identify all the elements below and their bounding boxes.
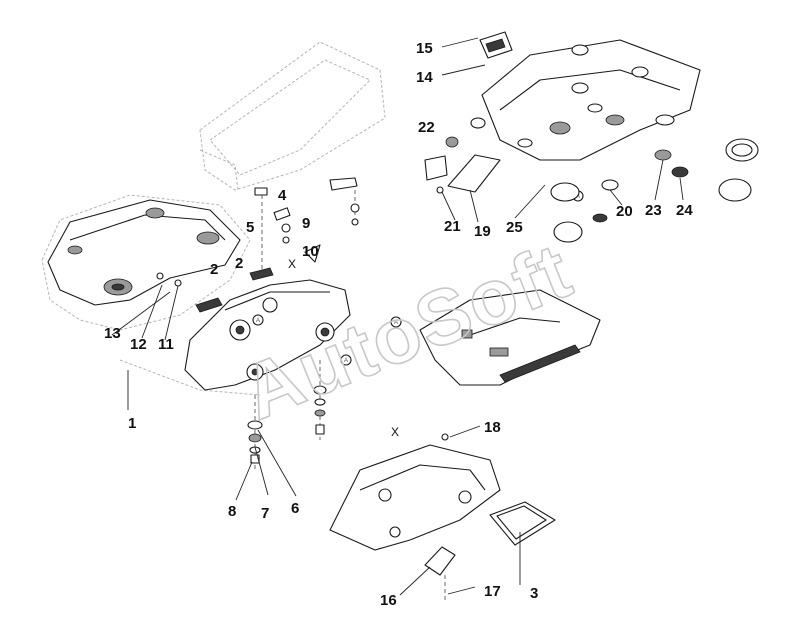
callout-23: 23 bbox=[645, 202, 662, 219]
callout-25: 25 bbox=[506, 219, 523, 236]
callout-labels: 1 2 2 3 4 5 6 7 8 9 10 11 12 13 14 15 16… bbox=[104, 40, 693, 609]
parts-14-15-clip bbox=[441, 31, 513, 76]
lower-floor-tray bbox=[329, 433, 556, 600]
speaker-grilles-right bbox=[445, 117, 759, 243]
callout-5: 5 bbox=[246, 219, 254, 236]
frame-ghost-left bbox=[41, 194, 261, 396]
part-1-inner-cover bbox=[47, 199, 241, 306]
callout-12: 12 bbox=[130, 336, 147, 353]
callout-11: 11 bbox=[158, 336, 174, 353]
fasteners-4-5-9-10 bbox=[254, 177, 360, 270]
parts-19-21-22 bbox=[424, 154, 501, 194]
circled-ref-a4: A bbox=[576, 194, 580, 200]
callout-7: 7 bbox=[261, 505, 269, 522]
callout-1: 1 bbox=[128, 415, 136, 432]
circled-ref-a2: A bbox=[344, 358, 348, 364]
part-2-seal-pads bbox=[195, 267, 274, 313]
upper-tray-assembly bbox=[481, 39, 701, 161]
callout-21: 21 bbox=[444, 218, 461, 235]
view-marker-x-lower: X bbox=[391, 425, 399, 439]
callout-10: 10 bbox=[302, 243, 319, 260]
callout-6: 6 bbox=[291, 500, 299, 517]
circled-ref-a1: A bbox=[256, 318, 260, 324]
callout-8: 8 bbox=[228, 503, 236, 520]
floor-panel-middle bbox=[419, 289, 601, 386]
callout-2-right: 2 bbox=[235, 255, 243, 272]
callout-15: 15 bbox=[416, 40, 433, 57]
callout-14: 14 bbox=[416, 69, 433, 86]
callout-3: 3 bbox=[530, 585, 538, 602]
callout-13: 13 bbox=[104, 325, 121, 342]
leader-lines bbox=[111, 159, 684, 596]
scooter-body-ghost bbox=[199, 41, 386, 191]
callout-18: 18 bbox=[484, 419, 501, 436]
circled-ref-a3: A bbox=[394, 320, 398, 326]
leg-shield-center bbox=[184, 279, 351, 391]
callout-17: 17 bbox=[484, 583, 501, 600]
callout-16: 16 bbox=[380, 592, 397, 609]
callout-9: 9 bbox=[302, 215, 310, 232]
fastener-stack-6-7-8 bbox=[247, 395, 263, 470]
callout-22: 22 bbox=[418, 119, 435, 136]
fastener-stack-right bbox=[313, 360, 327, 440]
callout-20: 20 bbox=[616, 203, 633, 220]
callout-24: 24 bbox=[676, 202, 693, 219]
view-marker-x-upper: X bbox=[288, 257, 296, 271]
callout-4: 4 bbox=[278, 187, 287, 204]
callout-2-left: 2 bbox=[210, 261, 218, 278]
callout-19: 19 bbox=[474, 223, 491, 240]
